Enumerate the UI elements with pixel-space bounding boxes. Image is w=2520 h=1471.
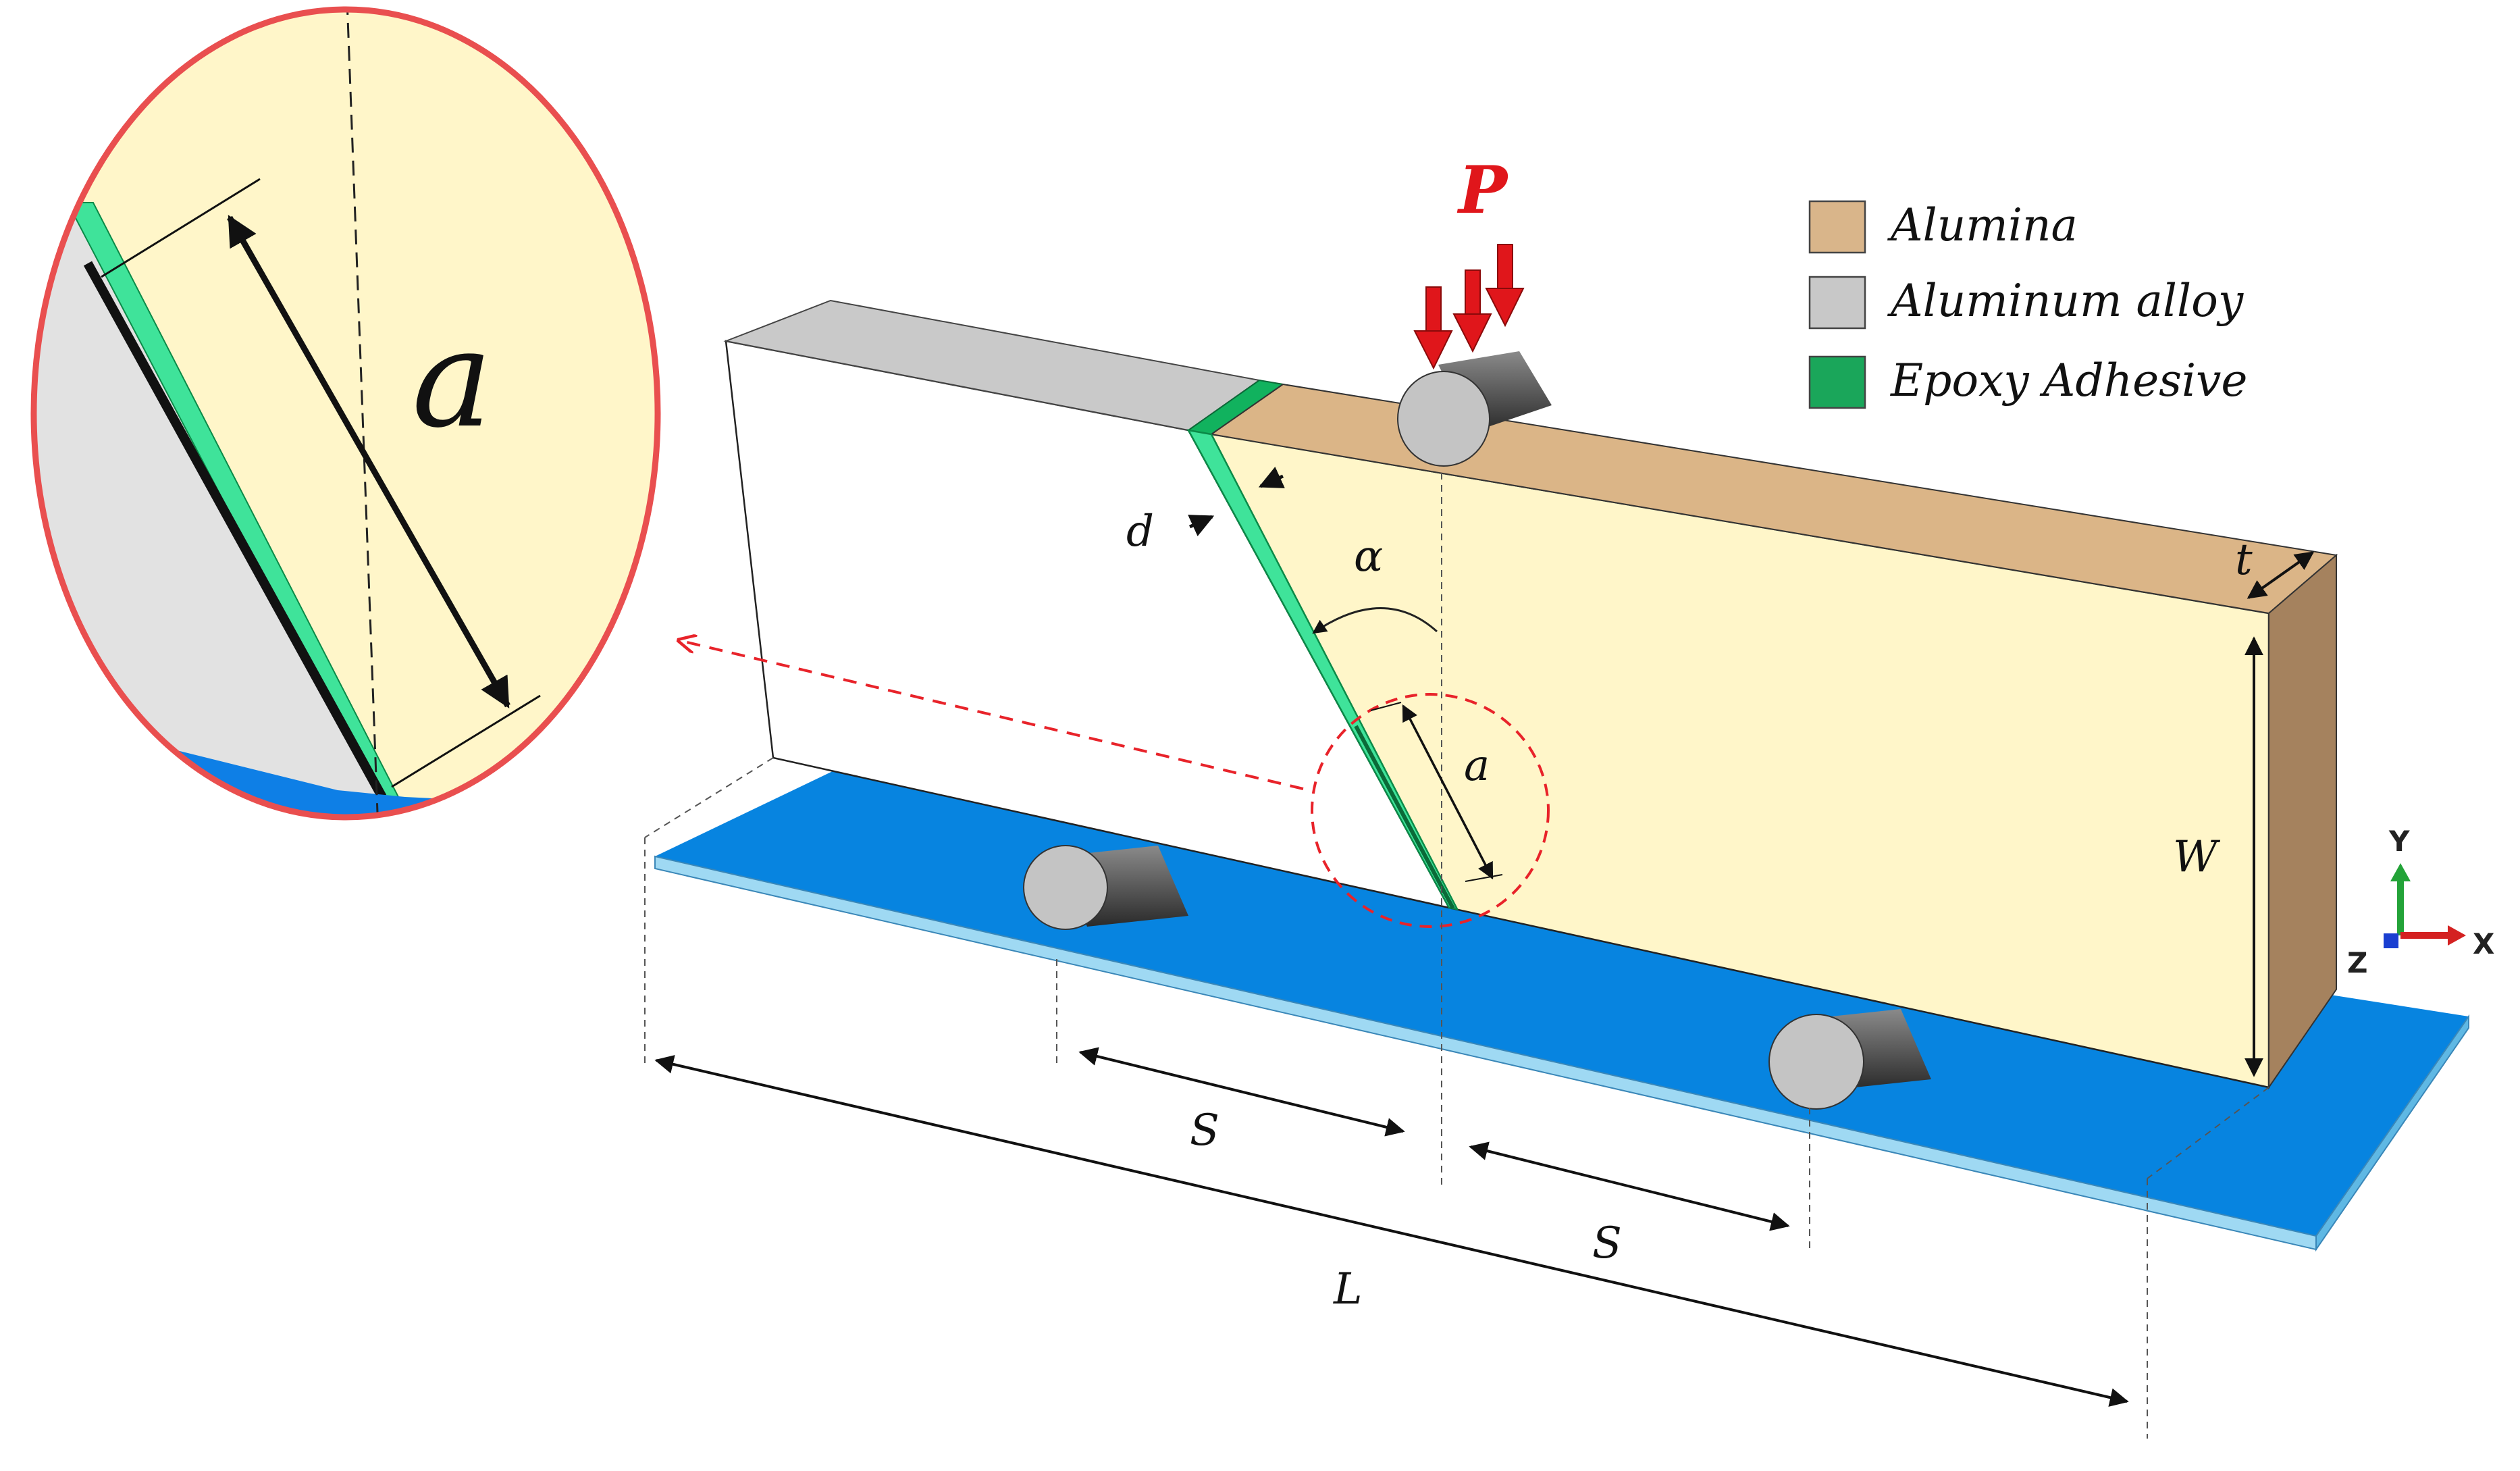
angle-label: α: [1354, 532, 1383, 582]
angle-arc: [1312, 607, 1438, 634]
span-left-label: S: [1190, 1106, 1219, 1156]
load-arrows: [1413, 244, 1525, 370]
legend-swatch-aluminum: [1808, 276, 1866, 330]
axes-triad: [2384, 863, 2466, 948]
span-right-label: S: [1592, 1218, 1622, 1268]
thickness-arrow-left: [1188, 515, 1215, 536]
legend-swatch-epoxy: [1808, 355, 1866, 409]
zoom-crack-dimension: [227, 215, 510, 708]
legend-label-aluminum: Aluminum alloy: [1887, 275, 2244, 327]
span-left-dimension: [1078, 1047, 1405, 1137]
length-label: L: [1333, 1264, 1363, 1314]
zoom-crack-length-label: a: [412, 301, 492, 458]
zoom-target-circle: [1311, 693, 1550, 928]
span-right-dimension: [1469, 1141, 1790, 1231]
crack-length-label: a: [1464, 741, 1490, 791]
load-label: P: [1456, 152, 1509, 228]
thickness-label: t: [2235, 535, 2253, 585]
specimen: [723, 299, 2338, 1090]
legend-label-epoxy: Epoxy Adhesive: [1890, 355, 2247, 407]
legend-swatch-alumina: [1808, 200, 1866, 254]
axis-y-label: Y: [2388, 825, 2410, 858]
legend: Alumina Aluminum alloy Epoxy Adhesive: [1808, 199, 2247, 409]
height-label: W: [2173, 832, 2221, 882]
support-roller-left: [1023, 845, 1188, 930]
length-dimension: [654, 1055, 2129, 1407]
zoom-circle-border: [30, 6, 661, 821]
thickness-arrow-right: [1258, 467, 1285, 488]
axis-x-label: X: [2473, 927, 2494, 960]
crack-length-dimension: [1402, 704, 1494, 880]
load-roller: [1397, 351, 1552, 467]
axis-z-label: Z: [2347, 946, 2367, 979]
zoom-inset: [30, 6, 661, 821]
adhesive-thickness-label: d: [1126, 507, 1154, 557]
legend-label-alumina: Alumina: [1887, 199, 2078, 251]
thickness-dimension: [2247, 551, 2315, 599]
zoom-pointer-arrow: [679, 640, 1304, 790]
